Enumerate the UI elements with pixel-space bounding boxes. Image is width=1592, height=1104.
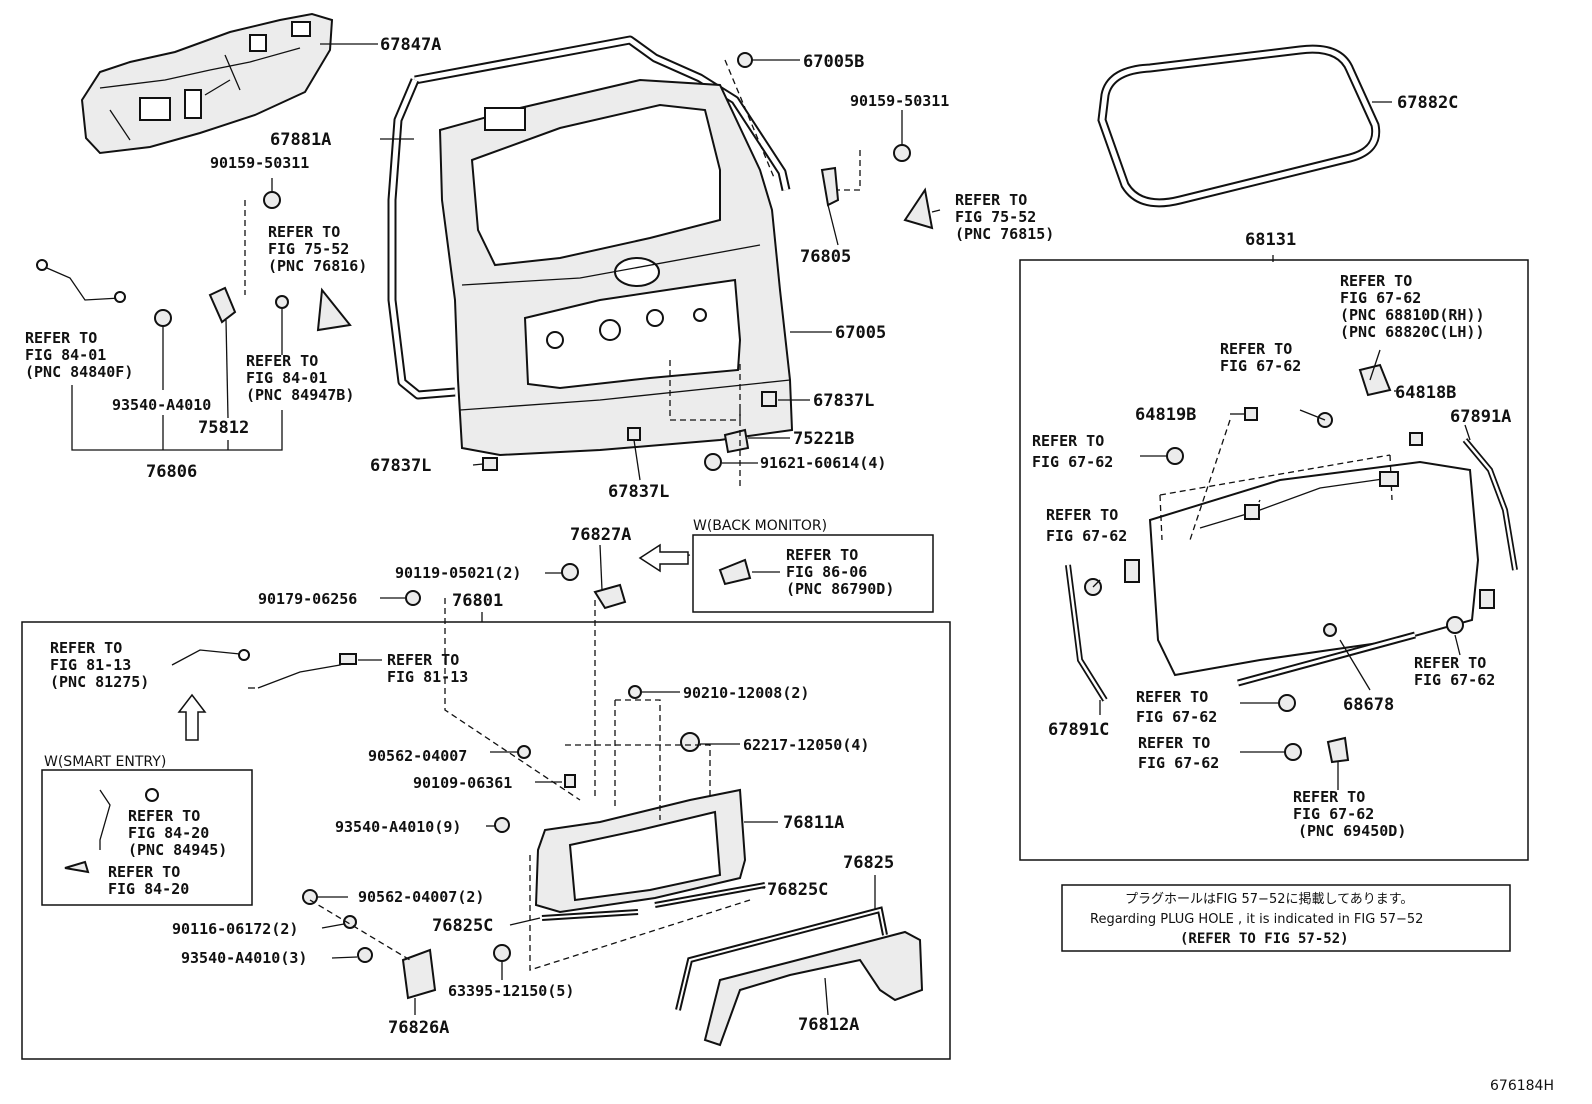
- label-67847A: 67847A: [380, 35, 441, 55]
- smart-entry-title: W(SMART ENTRY): [44, 754, 166, 770]
- ref-fig84-20: REFER TO FIG 84-20: [108, 863, 189, 898]
- label-67881A: 67881A: [270, 130, 331, 150]
- door-garnish-drawing: [534, 788, 747, 914]
- fasteners-drawing: [154, 52, 1495, 1000]
- wire-harness-drawing: [36, 259, 752, 874]
- label-67891C: 67891C: [1048, 720, 1109, 740]
- glass-lower-strip-drawing: [1237, 631, 1416, 687]
- ref-fig67-62-d: REFER TO FIG 67-62: [1414, 654, 1495, 689]
- label-90562-b: 90562-04007(2): [358, 888, 484, 906]
- ref-fig67-62-69450D: REFER TO FIG 67-62 (PNC 69450D): [1293, 788, 1406, 840]
- ref-fig81-13-81275: REFER TO FIG 81-13 (PNC 81275): [50, 639, 149, 691]
- ref-fig67-62-hinge: REFER TO FIG 67-62 (PNC 68810D(RH)) (PNC…: [1340, 272, 1494, 341]
- label-76825C-left: 76825C: [432, 916, 493, 936]
- label-75812: 75812: [198, 418, 249, 438]
- diagram-id: 676184H: [1490, 1078, 1554, 1094]
- label-90562-a: 90562-04007: [368, 747, 467, 765]
- ref-fig84-01-84947B: REFER TO FIG 84-01 (PNC 84947B): [246, 352, 354, 404]
- label-62217: 62217-12050(4): [743, 736, 869, 754]
- rear-spoiler-drawing: [703, 930, 924, 1047]
- label-67837L-right: 67837L: [813, 391, 874, 411]
- glass-seal-drawing: [1097, 44, 1381, 208]
- label-90159-left: 90159-50311: [210, 154, 309, 172]
- label-67882C: 67882C: [1397, 93, 1458, 113]
- back-monitor-title: W(BACK MONITOR): [693, 518, 827, 534]
- label-63395: 63395-12150(5): [448, 982, 574, 1000]
- plug-hole-note-english: Regarding PLUG HOLE , it is indicated in…: [1090, 912, 1423, 927]
- label-90109: 90109-06361: [413, 774, 512, 792]
- label-76801: 76801: [452, 591, 503, 611]
- smart-entry-box: [41, 769, 253, 906]
- ref-fig84-01-84840F: REFER TO FIG 84-01 (PNC 84840F): [25, 329, 133, 381]
- label-76812A: 76812A: [798, 1015, 859, 1035]
- label-76825: 76825: [843, 853, 894, 873]
- label-90159-right: 90159-50311: [850, 92, 949, 110]
- ref-fig81-13: REFER TO FIG 81-13: [387, 651, 468, 686]
- label-76806: 76806: [146, 462, 197, 482]
- ref-fig86-06: REFER TO FIG 86-06 (PNC 86790D): [786, 546, 894, 598]
- label-90119: 90119-05021(2): [395, 564, 521, 582]
- label-75221B: 75221B: [793, 429, 854, 449]
- plug-hole-note-japanese: プラグホールはFIG 57−52に掲載してあります。: [1125, 891, 1413, 907]
- label-91621: 91621-60614(4): [760, 454, 886, 472]
- glass-group-box: [1019, 259, 1529, 861]
- part-number-labels: 67847A 67881A 67005B 90159-50311 90159-5…: [112, 35, 1511, 1038]
- ref-fig67-62-f: REFER TO FIG 67-62: [1138, 734, 1219, 772]
- ref-fig75-52-76816: REFER TO FIG 75-52 (PNC 76816): [268, 223, 367, 275]
- reference-blocks: REFER TO FIG 75-52 (PNC 76815) REFER TO …: [25, 191, 1495, 898]
- door-weatherstrip-drawing: [387, 35, 791, 400]
- label-67837L-center: 67837L: [608, 482, 669, 502]
- label-93540-top: 93540-A4010: [112, 396, 211, 414]
- garnish-strips-drawing: [541, 882, 888, 1011]
- ref-fig67-62-a: REFER TO FIG 67-62: [1220, 340, 1301, 375]
- arrows: [177, 543, 689, 741]
- back-door-glass-drawing: [1148, 419, 1480, 677]
- ref-fig67-62-c: REFER TO FIG 67-62: [1046, 506, 1127, 545]
- label-93540-bottom: 93540-A4010(3): [181, 949, 307, 967]
- label-67837L-left: 67837L: [370, 456, 431, 476]
- leader-lines: [71, 43, 1471, 1016]
- label-76811A: 76811A: [783, 813, 844, 833]
- glass-side-strips-drawing: [1065, 438, 1518, 702]
- ref-fig84-20-84945: REFER TO FIG 84-20 (PNC 84945): [128, 807, 227, 859]
- label-68678: 68678: [1343, 695, 1394, 715]
- ref-fig67-62-b: REFER TO FIG 67-62: [1032, 432, 1113, 471]
- plug-hole-note-box: [1061, 884, 1511, 952]
- ref-fig75-52-76815: REFER TO FIG 75-52 (PNC 76815): [955, 191, 1054, 243]
- label-67891A: 67891A: [1450, 407, 1511, 427]
- label-76825C-right: 76825C: [767, 880, 828, 900]
- label-90116: 90116-06172(2): [172, 920, 298, 938]
- label-90210: 90210-12008(2): [683, 684, 809, 702]
- main-group-box: [21, 621, 951, 1060]
- plug-hole-note-refer: (REFER TO FIG 57-52): [1180, 931, 1349, 947]
- label-76805: 76805: [800, 247, 851, 267]
- label-90179: 90179-06256: [258, 590, 357, 608]
- back-door-panel-drawing: [438, 78, 794, 457]
- label-93540-mid: 93540-A4010(9): [335, 818, 461, 836]
- label-68131: 68131: [1245, 230, 1296, 250]
- plug-hole-note: プラグホールはFIG 57−52に掲載してあります。 Regarding PLU…: [1090, 891, 1423, 947]
- insulator-pad-drawing: [80, 12, 334, 155]
- label-67005B: 67005B: [803, 52, 864, 72]
- label-64819B: 64819B: [1135, 405, 1196, 425]
- label-76827A: 76827A: [570, 525, 631, 545]
- label-76826A: 76826A: [388, 1018, 449, 1038]
- label-67005: 67005: [835, 323, 886, 343]
- back-monitor-box: [692, 534, 934, 613]
- ref-fig67-62-e: REFER TO FIG 67-62: [1136, 688, 1217, 726]
- label-64818B: 64818B: [1395, 383, 1456, 403]
